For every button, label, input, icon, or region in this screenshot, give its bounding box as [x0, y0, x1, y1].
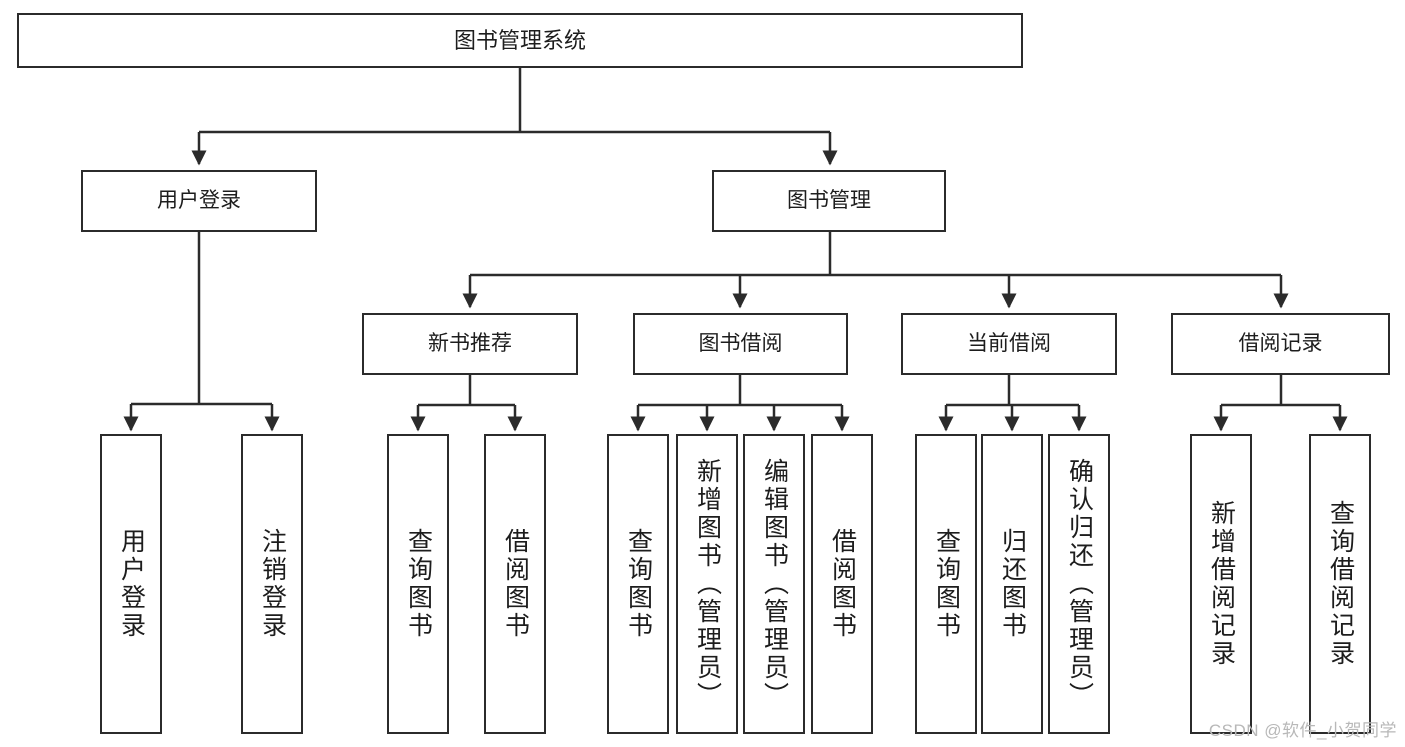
- node-borrow-record-label: 借阅记录: [1238, 331, 1323, 355]
- node-leaf-user-login-label: 用户登录: [117, 528, 146, 640]
- node-leaf-confirm-return-admin-label: 确认归还（管理员）: [1065, 458, 1094, 710]
- node-book-management-label: 图书管理: [787, 188, 871, 212]
- node-leaf-add-borrow-record-label: 新增借阅记录: [1207, 500, 1236, 668]
- node-user-login[interactable]: 用户登录: [81, 170, 317, 232]
- node-leaf-add-borrow-record[interactable]: 新增借阅记录: [1190, 434, 1252, 734]
- node-leaf-add-book-admin[interactable]: 新增图书（管理员）: [676, 434, 738, 734]
- node-new-book-recommend-label: 新书推荐: [428, 331, 512, 355]
- node-leaf-query-book-recommend[interactable]: 查询图书: [387, 434, 449, 734]
- node-new-book-recommend[interactable]: 新书推荐: [362, 313, 578, 375]
- node-leaf-borrow-book-label: 借阅图书: [828, 528, 857, 640]
- node-leaf-edit-book-admin-label: 编辑图书（管理员）: [760, 458, 789, 710]
- node-leaf-borrow-book-recommend[interactable]: 借阅图书: [484, 434, 546, 734]
- node-user-login-label: 用户登录: [157, 188, 241, 212]
- node-leaf-return-book-label: 归还图书: [998, 528, 1027, 640]
- node-leaf-query-book-label: 查询图书: [624, 528, 653, 640]
- node-book-management[interactable]: 图书管理: [712, 170, 946, 232]
- node-leaf-confirm-return-admin[interactable]: 确认归还（管理员）: [1048, 434, 1110, 734]
- node-current-borrow[interactable]: 当前借阅: [901, 313, 1117, 375]
- node-leaf-query-book[interactable]: 查询图书: [607, 434, 669, 734]
- node-root-system[interactable]: 图书管理系统: [17, 13, 1023, 68]
- node-leaf-query-borrow-record[interactable]: 查询借阅记录: [1309, 434, 1371, 734]
- node-book-borrow-label: 图书借阅: [698, 331, 783, 355]
- node-leaf-query-book-current-label: 查询图书: [932, 528, 961, 640]
- node-borrow-record[interactable]: 借阅记录: [1171, 313, 1390, 375]
- node-leaf-borrow-book[interactable]: 借阅图书: [811, 434, 873, 734]
- node-leaf-logout[interactable]: 注销登录: [241, 434, 303, 734]
- node-leaf-user-login[interactable]: 用户登录: [100, 434, 162, 734]
- node-leaf-query-book-recommend-label: 查询图书: [404, 528, 433, 640]
- node-leaf-edit-book-admin[interactable]: 编辑图书（管理员）: [743, 434, 805, 734]
- node-leaf-logout-label: 注销登录: [258, 528, 287, 640]
- node-root-system-label: 图书管理系统: [453, 27, 586, 53]
- node-leaf-query-book-current[interactable]: 查询图书: [915, 434, 977, 734]
- node-leaf-return-book[interactable]: 归还图书: [981, 434, 1043, 734]
- node-leaf-borrow-book-recommend-label: 借阅图书: [501, 528, 530, 640]
- watermark-text: CSDN @软件_小贺同学: [1208, 721, 1397, 740]
- node-leaf-query-borrow-record-label: 查询借阅记录: [1326, 500, 1355, 668]
- node-book-borrow[interactable]: 图书借阅: [633, 313, 848, 375]
- node-leaf-add-book-admin-label: 新增图书（管理员）: [693, 458, 722, 710]
- node-current-borrow-label: 当前借阅: [967, 331, 1051, 355]
